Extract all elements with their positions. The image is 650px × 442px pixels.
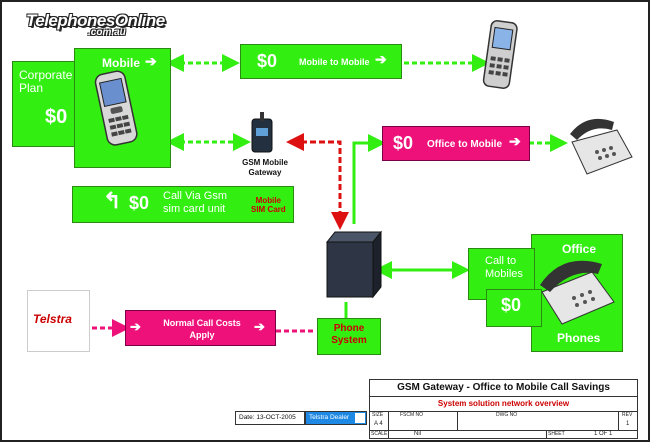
office-phones-box: Office Phones (531, 234, 623, 352)
title-row-divider (370, 411, 637, 412)
rev-value: 1 (626, 421, 630, 427)
corporate-plan-price-box: $0 (31, 99, 83, 139)
line-pbx-to-o2m (352, 134, 386, 224)
call-via-gsm-box: ↰ $0 Call Via Gsm sim card unit Mobile S… (72, 186, 294, 223)
office-to-mobile-price: $0 (393, 133, 414, 153)
title-divider (370, 396, 637, 397)
size-label: SIZE (372, 412, 384, 418)
corporate-plan-price: $0 (45, 106, 68, 128)
title-col-4 (546, 430, 547, 438)
scale-value: Nil (414, 431, 421, 437)
phones-label: Phones (557, 331, 601, 345)
ncc-left-arrow-icon: ➔ (130, 319, 141, 334)
dwg-label: DWG NO (496, 412, 518, 418)
call-to-mobiles-price: $0 (501, 295, 522, 315)
normal-call-costs-box: ➔ Normal Call Costs Apply ➔ (125, 310, 276, 346)
phone-system-box: Phone System (317, 318, 381, 355)
corporate-plan-title: Corporate Plan (19, 68, 73, 95)
mobile-arrow-icon: ➔ (145, 53, 157, 69)
ncc-right-arrow-icon: ➔ (254, 319, 265, 334)
office-label: Office (562, 242, 597, 256)
dealer-text: Telstra Dealer (309, 414, 350, 421)
call-via-gsm-label: Call Via Gsm sim card unit (163, 190, 227, 215)
rev-label: REV (622, 412, 633, 418)
date-box: Date: 13-OCT-2005 (235, 411, 305, 425)
mobile-to-mobile-label: Mobile to Mobile (299, 57, 370, 67)
title-subtitle: System solution network overview (437, 399, 570, 408)
title-block: GSM Gateway - Office to Mobile Call Savi… (369, 379, 638, 439)
mobile-box-label: Mobile (102, 56, 140, 70)
call-via-gsm-price: $0 (129, 193, 150, 213)
mobile-to-mobile-price: $0 (257, 51, 278, 71)
call-to-mobiles-price-box: $0 (486, 289, 542, 327)
scale-label: SCALE (371, 431, 388, 437)
corporate-plan-box: Corporate Plan (12, 61, 79, 147)
telstra-logo: Telstra (27, 290, 90, 352)
line-gateway-to-pbx (286, 133, 349, 230)
return-arrow-icon: ↰ (103, 188, 122, 213)
fscm-label: FSCM NO (400, 412, 424, 418)
logo-text: TelephonesOnline (26, 11, 165, 30)
logo-domain: .com.au (88, 27, 126, 38)
sheet-value: 1 OF 1 (594, 431, 613, 437)
sheet-label: SHEET (548, 431, 565, 437)
sim-card-label: Mobile SIM Card (251, 196, 286, 214)
office-to-mobile-box: $0 Office to Mobile ➔ (382, 126, 530, 161)
call-to-mobiles-label: Call to Mobiles (485, 255, 523, 280)
date-text: Date: 13-OCT-2005 (239, 414, 296, 421)
title-main: GSM Gateway - Office to Mobile Call Savi… (397, 382, 610, 393)
mobile-box: Mobile ➔ (74, 48, 171, 168)
mobile-to-mobile-box: $0 Mobile to Mobile ➔ (240, 44, 402, 79)
normal-call-costs-label: Normal Call Costs Apply (163, 318, 241, 340)
title-col-1 (388, 411, 389, 438)
title-col-3 (618, 411, 619, 430)
m2m-arrow-icon: ➔ (375, 51, 387, 67)
phone-system-label: Phone System (331, 323, 367, 346)
title-row-divider-2 (370, 430, 637, 431)
gsm-gateway-label: GSM Mobile Gateway (242, 158, 288, 177)
telstra-name: Telstra (33, 312, 72, 326)
size-value: A 4 (374, 421, 383, 427)
office-to-mobile-label: Office to Mobile (427, 139, 502, 150)
title-col-2 (457, 411, 458, 430)
dealer-box: Telstra Dealer (305, 411, 367, 425)
o2m-arrow-icon: ➔ (509, 133, 521, 149)
dealer-logo-icon (355, 413, 365, 423)
